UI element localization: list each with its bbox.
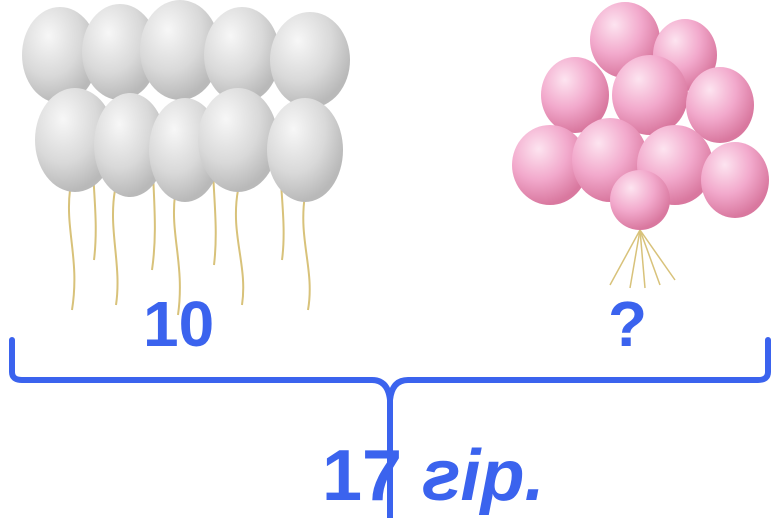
- total-label: 17 гір.: [322, 440, 545, 512]
- pink-balloons-image: [490, 0, 773, 290]
- total-number: 17: [322, 436, 403, 516]
- right-count-label: ?: [608, 288, 648, 360]
- white-balloons-image: [20, 0, 360, 330]
- left-count-label: 10: [143, 288, 215, 360]
- total-unit: гір.: [422, 436, 545, 516]
- brace-bracket: [9, 337, 771, 518]
